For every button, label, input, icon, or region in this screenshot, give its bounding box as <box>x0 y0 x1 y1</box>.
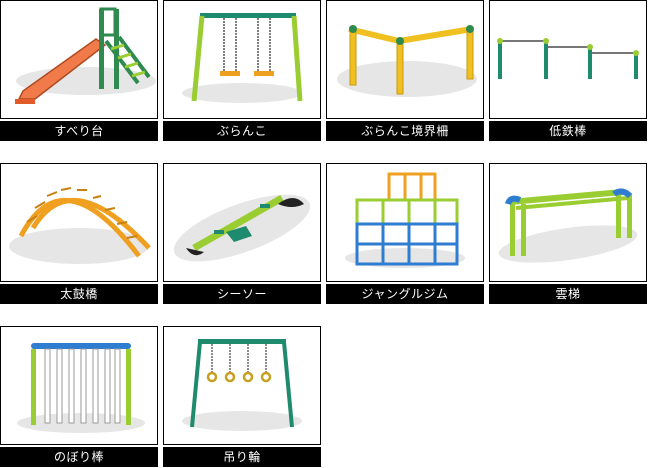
item-swing-fence[interactable]: ぶらんこ境界柵 <box>326 0 484 141</box>
item-climbing-poles[interactable]: のぼり棒 <box>0 326 158 467</box>
item-label: 太鼓橋 <box>0 284 158 304</box>
item-label: シーソー <box>163 284 321 304</box>
item-rings[interactable]: 吊り輪 <box>163 326 321 467</box>
item-arch-ladder[interactable]: 太鼓橋 <box>0 163 158 304</box>
climbing-poles-icon <box>17 343 145 433</box>
item-low-bar[interactable]: 低鉄棒 <box>489 0 647 141</box>
slide-image <box>0 0 158 119</box>
low-bar-icon <box>497 38 639 79</box>
monkey-bars-icon <box>498 188 638 263</box>
rings-icon <box>182 339 302 431</box>
slide-icon <box>15 7 156 104</box>
item-label: 吊り輪 <box>163 447 321 467</box>
swing-icon <box>182 13 303 103</box>
jungle-gym-icon <box>345 172 465 268</box>
item-label: 雲梯 <box>489 284 647 304</box>
arch-ladder-icon <box>9 187 151 264</box>
item-swing[interactable]: ぶらんこ <box>163 0 321 141</box>
item-label: ぶらんこ <box>163 121 321 141</box>
item-seesaw[interactable]: シーソー <box>163 163 321 304</box>
arch-ladder-image <box>0 163 158 282</box>
item-monkey-bars[interactable]: 雲梯 <box>489 163 647 304</box>
swing-image <box>163 0 321 119</box>
item-label: ジャングルジム <box>326 284 484 304</box>
seesaw-icon <box>173 194 311 262</box>
low-bar-image <box>489 0 647 119</box>
rings-image <box>163 326 321 445</box>
swing-fence-icon <box>337 25 477 97</box>
swing-fence-image <box>326 0 484 119</box>
item-slide[interactable]: すべり台 <box>0 0 158 141</box>
item-label: のぼり棒 <box>0 447 158 467</box>
item-jungle-gym[interactable]: ジャングルジム <box>326 163 484 304</box>
jungle-gym-image <box>326 163 484 282</box>
monkey-bars-image <box>489 163 647 282</box>
item-label: すべり台 <box>0 121 158 141</box>
climbing-poles-image <box>0 326 158 445</box>
item-label: 低鉄棒 <box>489 121 647 141</box>
item-label: ぶらんこ境界柵 <box>326 121 484 141</box>
seesaw-image <box>163 163 321 282</box>
